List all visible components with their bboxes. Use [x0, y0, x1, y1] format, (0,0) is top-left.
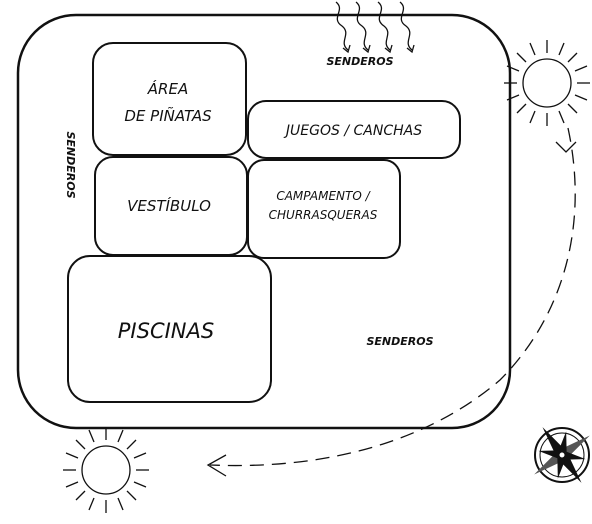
zone-pinatas-label-line2: DE PIÑATAS: [124, 106, 212, 125]
zone-vestibulo-label: VESTÍBULO: [127, 196, 211, 215]
path-label-top: SENDEROS: [326, 55, 393, 68]
sun-icon: [63, 427, 149, 513]
zone-piscinas-box: [67, 255, 272, 403]
site-boundary: [16, 13, 512, 430]
path-label-left: SENDEROS: [64, 131, 77, 198]
dashed-arrow-icon: [206, 127, 577, 477]
zone-pinatas-label-line1: ÁREA: [147, 79, 188, 98]
zone-campamento-label-line2: CHURRASQUERAS: [269, 208, 378, 222]
wind-icon: [335, 1, 415, 54]
zone-piscinas-label: PISCINAS: [118, 319, 214, 343]
zone-pinatas-box: [92, 42, 247, 156]
zone-juegos-label: JUEGOS / CANCHAS: [283, 123, 422, 139]
zone-campamento-label-line1: CAMPAMENTO /: [276, 189, 371, 203]
zone-campamento-box: [247, 159, 401, 259]
compass-rose-icon: [534, 427, 590, 483]
sun-icon: [504, 40, 590, 126]
zone-juegos-box: [247, 100, 461, 159]
path-label-right: SENDEROS: [366, 335, 433, 348]
